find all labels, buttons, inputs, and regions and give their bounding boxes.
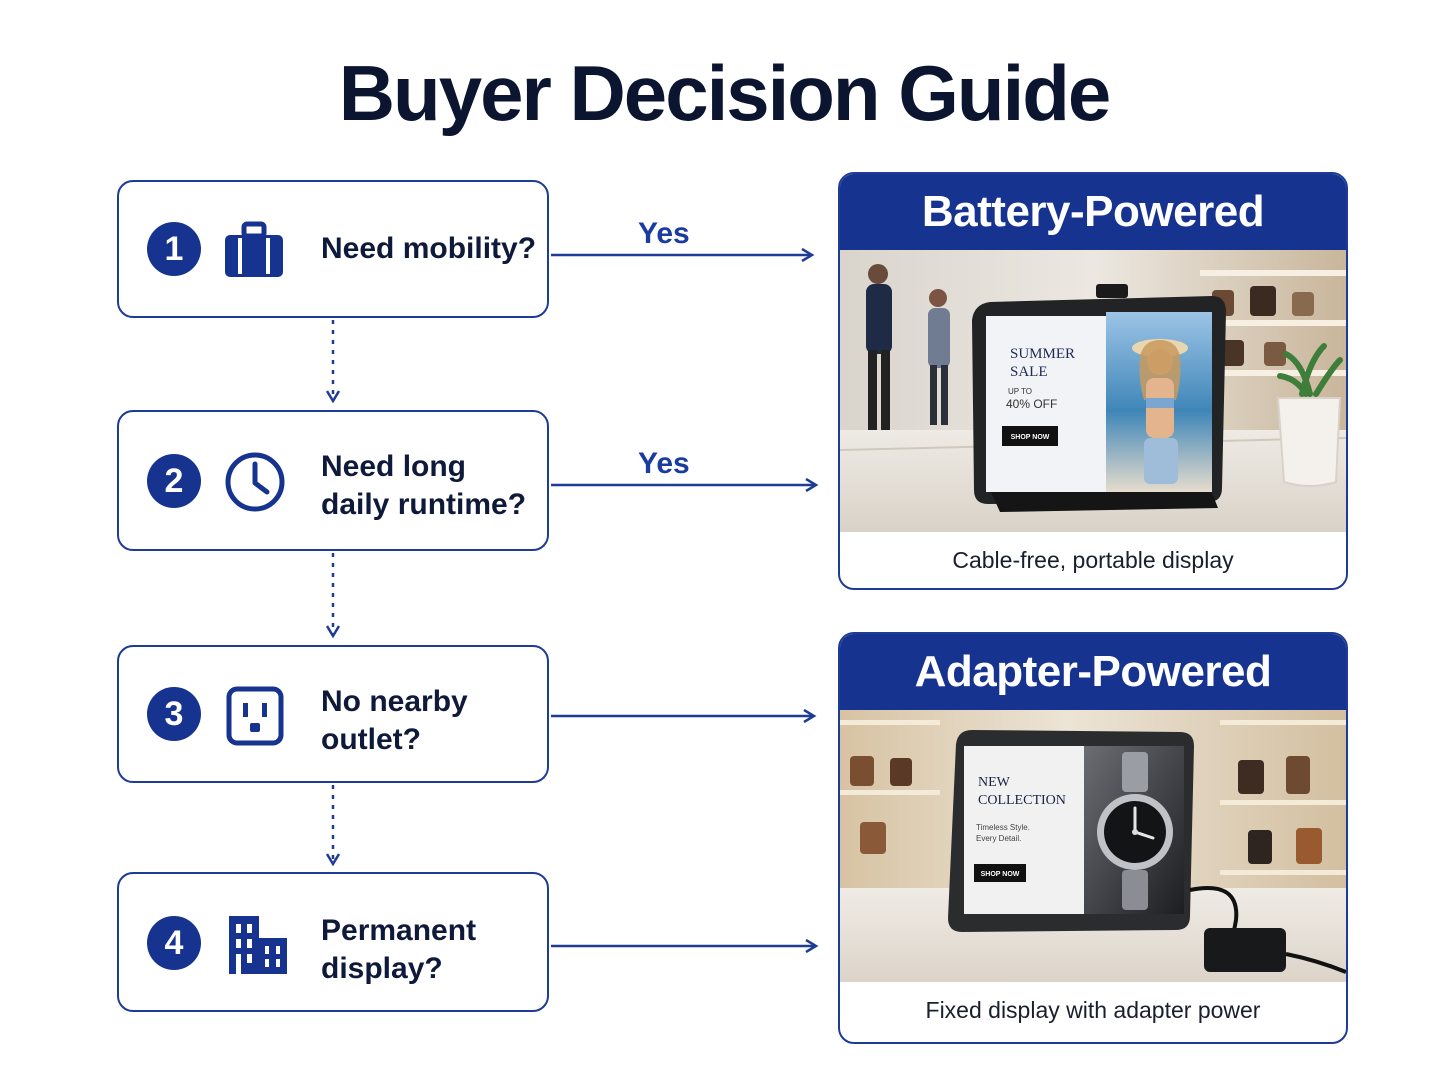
question-text: No nearby outlet? — [321, 685, 468, 756]
screen-offer: 40% OFF — [1006, 397, 1057, 411]
outlet-icon — [223, 685, 285, 752]
screen-line1: NEW — [978, 775, 1011, 790]
question-box-mobility: 1 Need mobility? — [117, 180, 549, 318]
clock-icon — [223, 450, 287, 519]
question-box-outlet: 3 No nearby outlet? — [117, 645, 549, 783]
result-title: Adapter-Powered — [840, 634, 1346, 710]
question-text: Need mobility? — [321, 232, 537, 265]
screen-small1: Timeless Style. — [976, 823, 1030, 832]
question-text: Need long daily runtime? — [321, 450, 527, 521]
step-number: 1 — [147, 222, 201, 276]
step-number: 2 — [147, 454, 201, 508]
screen-line2: COLLECTION — [978, 793, 1066, 808]
question-box-permanent: 4 Permanent display? — [117, 872, 549, 1012]
screen-small2: Every Detail. — [976, 834, 1021, 843]
result-card-battery: Battery-Powered — [838, 172, 1348, 590]
result-caption: Cable-free, portable display — [952, 546, 1234, 573]
screen-button: SHOP NOW — [1011, 434, 1050, 441]
result-title: Battery-Powered — [840, 174, 1346, 250]
result-card-adapter: Adapter-Powered — [838, 632, 1348, 1044]
screen-small: UP TO — [1008, 387, 1032, 396]
step-number: 4 — [147, 916, 201, 970]
step-number: 3 — [147, 687, 201, 741]
briefcase-icon — [223, 220, 285, 287]
building-icon — [223, 908, 291, 981]
battery-display-photo: SUMMER SALE UP TO 40% OFF SHOP NOW — [840, 250, 1346, 532]
adapter-display-photo: NEW COLLECTION Timeless Style. Every Det… — [840, 710, 1346, 982]
yes-label-q2: Yes — [638, 447, 690, 480]
question-text: Permanent display? — [321, 914, 477, 985]
screen-line1: SUMMER — [1010, 346, 1075, 362]
screen-button: SHOP NOW — [981, 871, 1020, 878]
question-box-runtime: 2 Need long daily runtime? — [117, 410, 549, 551]
yes-label-q1: Yes — [638, 217, 690, 250]
screen-line2: SALE — [1010, 364, 1048, 380]
page-title: Buyer Decision Guide — [338, 49, 1112, 137]
result-caption: Fixed display with adapter power — [925, 996, 1261, 1023]
